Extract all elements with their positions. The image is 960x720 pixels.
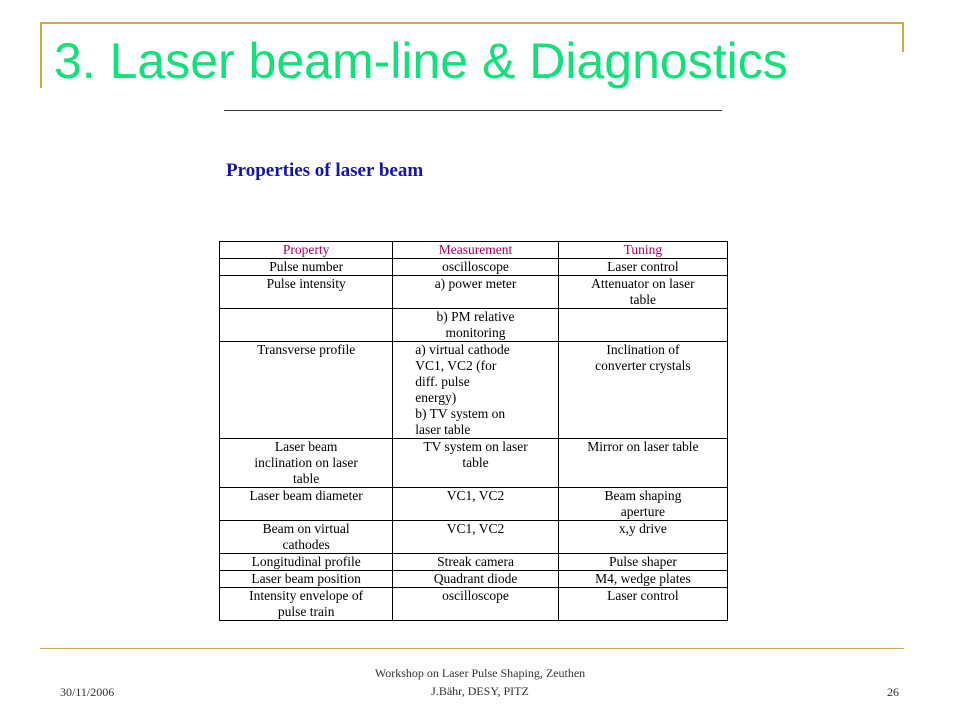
footer-event-line2: J.Bähr, DESY, PITZ [431, 684, 529, 698]
slide-title: 3. Laser beam-line & Diagnostics [54, 33, 788, 89]
cell-property: Laser beam position [218, 570, 394, 588]
cell-property: Pulse intensity [218, 275, 394, 309]
table-row: Longitudinal profile Streak camera Pulse… [218, 553, 729, 571]
cell-measurement: VC1, VC2 [392, 487, 559, 521]
cell-measurement: a) power meter [392, 275, 559, 309]
cell-tuning: M4, wedge plates [557, 570, 729, 588]
cell-measurement: oscilloscope [392, 258, 559, 276]
cell-measurement: TV system on laser table [392, 438, 559, 488]
table-row: Pulse intensity a) power meter Attenuato… [218, 275, 729, 309]
slide-frame-right [902, 22, 904, 52]
properties-table: Property Measurement Tuning Pulse number… [218, 241, 729, 621]
cell-tuning: Laser control [557, 258, 729, 276]
cell-tuning: Mirror on laser table [557, 438, 729, 488]
table-row: Laser beam diameter VC1, VC2 Beam shapin… [218, 487, 729, 521]
table-row: Laser beam inclination on laser table TV… [218, 438, 729, 488]
cell-property: Transverse profile [218, 341, 394, 439]
table-row: Pulse number oscilloscope Laser control [218, 258, 729, 276]
cell-property: Beam on virtual cathodes [218, 520, 394, 554]
table-row: Laser beam position Quadrant diode M4, w… [218, 570, 729, 588]
header-property: Property [218, 241, 394, 259]
footer-date: 30/11/2006 [60, 685, 115, 699]
header-measurement: Measurement [392, 241, 559, 259]
cell-tuning: Beam shaping aperture [557, 487, 729, 521]
cell-tuning: Laser control [557, 587, 729, 621]
footer-event-line1: Workshop on Laser Pulse Shaping, Zeuthen [374, 666, 586, 680]
footer-page-number: 26 [887, 685, 899, 699]
slide-frame-bottom [40, 648, 904, 649]
table-header-row: Property Measurement Tuning [218, 241, 729, 259]
table-row: b) PM relative monitoring [218, 308, 729, 342]
cell-measurement: Quadrant diode [392, 570, 559, 588]
cell-property: Intensity envelope of pulse train [218, 587, 394, 621]
slide-frame-top [40, 22, 904, 24]
cell-tuning: Attenuator on laser table [557, 275, 729, 309]
cell-measurement: oscilloscope [392, 587, 559, 621]
cell-measurement: Streak camera [392, 553, 559, 571]
table-row: Transverse profile a) virtual cathode VC… [218, 341, 729, 439]
footer-event: Workshop on Laser Pulse Shaping, Zeuthen… [330, 664, 630, 700]
cell-property: Laser beam inclination on laser table [218, 438, 394, 488]
cell-measurement: VC1, VC2 [392, 520, 559, 554]
slide-frame-left [40, 22, 42, 88]
cell-tuning: Inclination of converter crystals [557, 341, 729, 439]
table-row: Beam on virtual cathodes VC1, VC2 x,y dr… [218, 520, 729, 554]
cell-measurement: a) virtual cathode VC1, VC2 (for diff. p… [392, 341, 559, 439]
cell-property: Laser beam diameter [218, 487, 394, 521]
title-rule [224, 110, 722, 111]
section-heading: Properties of laser beam [226, 160, 424, 181]
cell-property: Pulse number [218, 258, 394, 276]
cell-property [218, 308, 394, 342]
cell-property: Longitudinal profile [218, 553, 394, 571]
cell-tuning [557, 308, 729, 342]
cell-measurement: b) PM relative monitoring [392, 308, 559, 342]
header-tuning: Tuning [557, 241, 729, 259]
table-row: Intensity envelope of pulse train oscill… [218, 587, 729, 621]
cell-tuning: Pulse shaper [557, 553, 729, 571]
cell-tuning: x,y drive [557, 520, 729, 554]
